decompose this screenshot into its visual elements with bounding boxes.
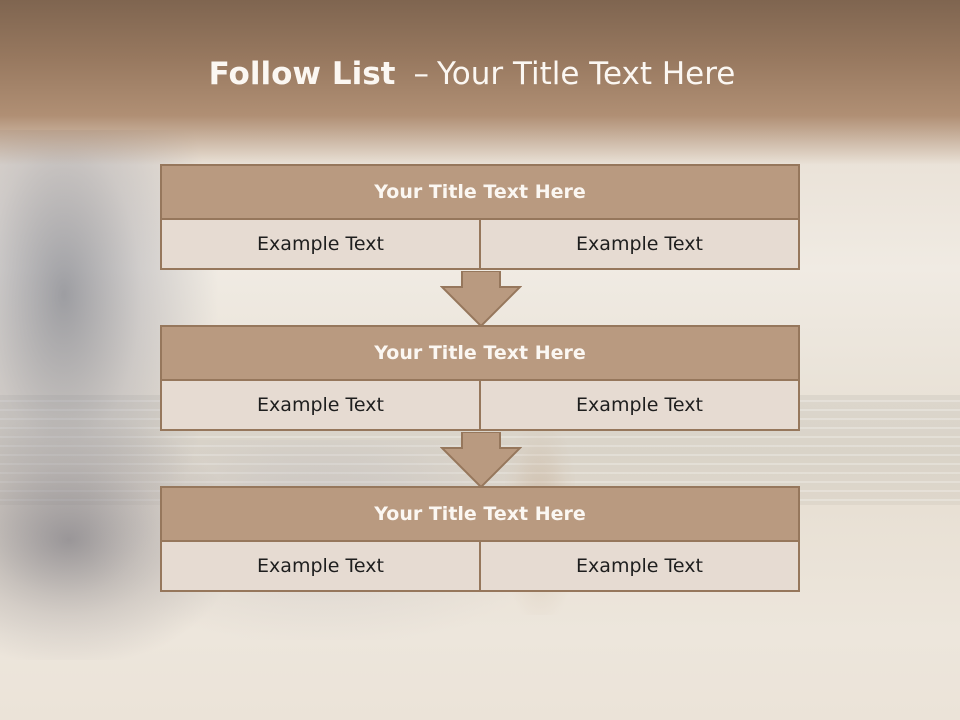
block-cell-right[interactable]: Example Text (481, 220, 800, 270)
block-title[interactable]: Your Title Text Here (160, 486, 800, 542)
block-cell-left[interactable]: Example Text (160, 220, 481, 270)
block-row: Example Text Example Text (160, 542, 800, 592)
list-block-3: Your Title Text Here Example Text Exampl… (160, 486, 800, 592)
block-cell-left[interactable]: Example Text (160, 542, 481, 592)
list-block-1: Your Title Text Here Example Text Exampl… (160, 164, 800, 270)
block-title[interactable]: Your Title Text Here (160, 164, 800, 220)
block-cell-left[interactable]: Example Text (160, 381, 481, 431)
slide-title[interactable]: Follow List–Your Title Text Here (0, 56, 944, 92)
down-arrow-icon (440, 271, 522, 327)
down-arrow-icon (440, 432, 522, 488)
slide-title-bold: Follow List (208, 56, 396, 92)
list-block-2: Your Title Text Here Example Text Exampl… (160, 325, 800, 431)
block-row: Example Text Example Text (160, 220, 800, 270)
title-band (0, 0, 960, 165)
block-cell-right[interactable]: Example Text (481, 381, 800, 431)
block-cell-right[interactable]: Example Text (481, 542, 800, 592)
block-title[interactable]: Your Title Text Here (160, 325, 800, 381)
block-row: Example Text Example Text (160, 381, 800, 431)
slide-title-rest: Your Title Text Here (436, 56, 736, 92)
slide-title-separator: – (413, 56, 429, 92)
